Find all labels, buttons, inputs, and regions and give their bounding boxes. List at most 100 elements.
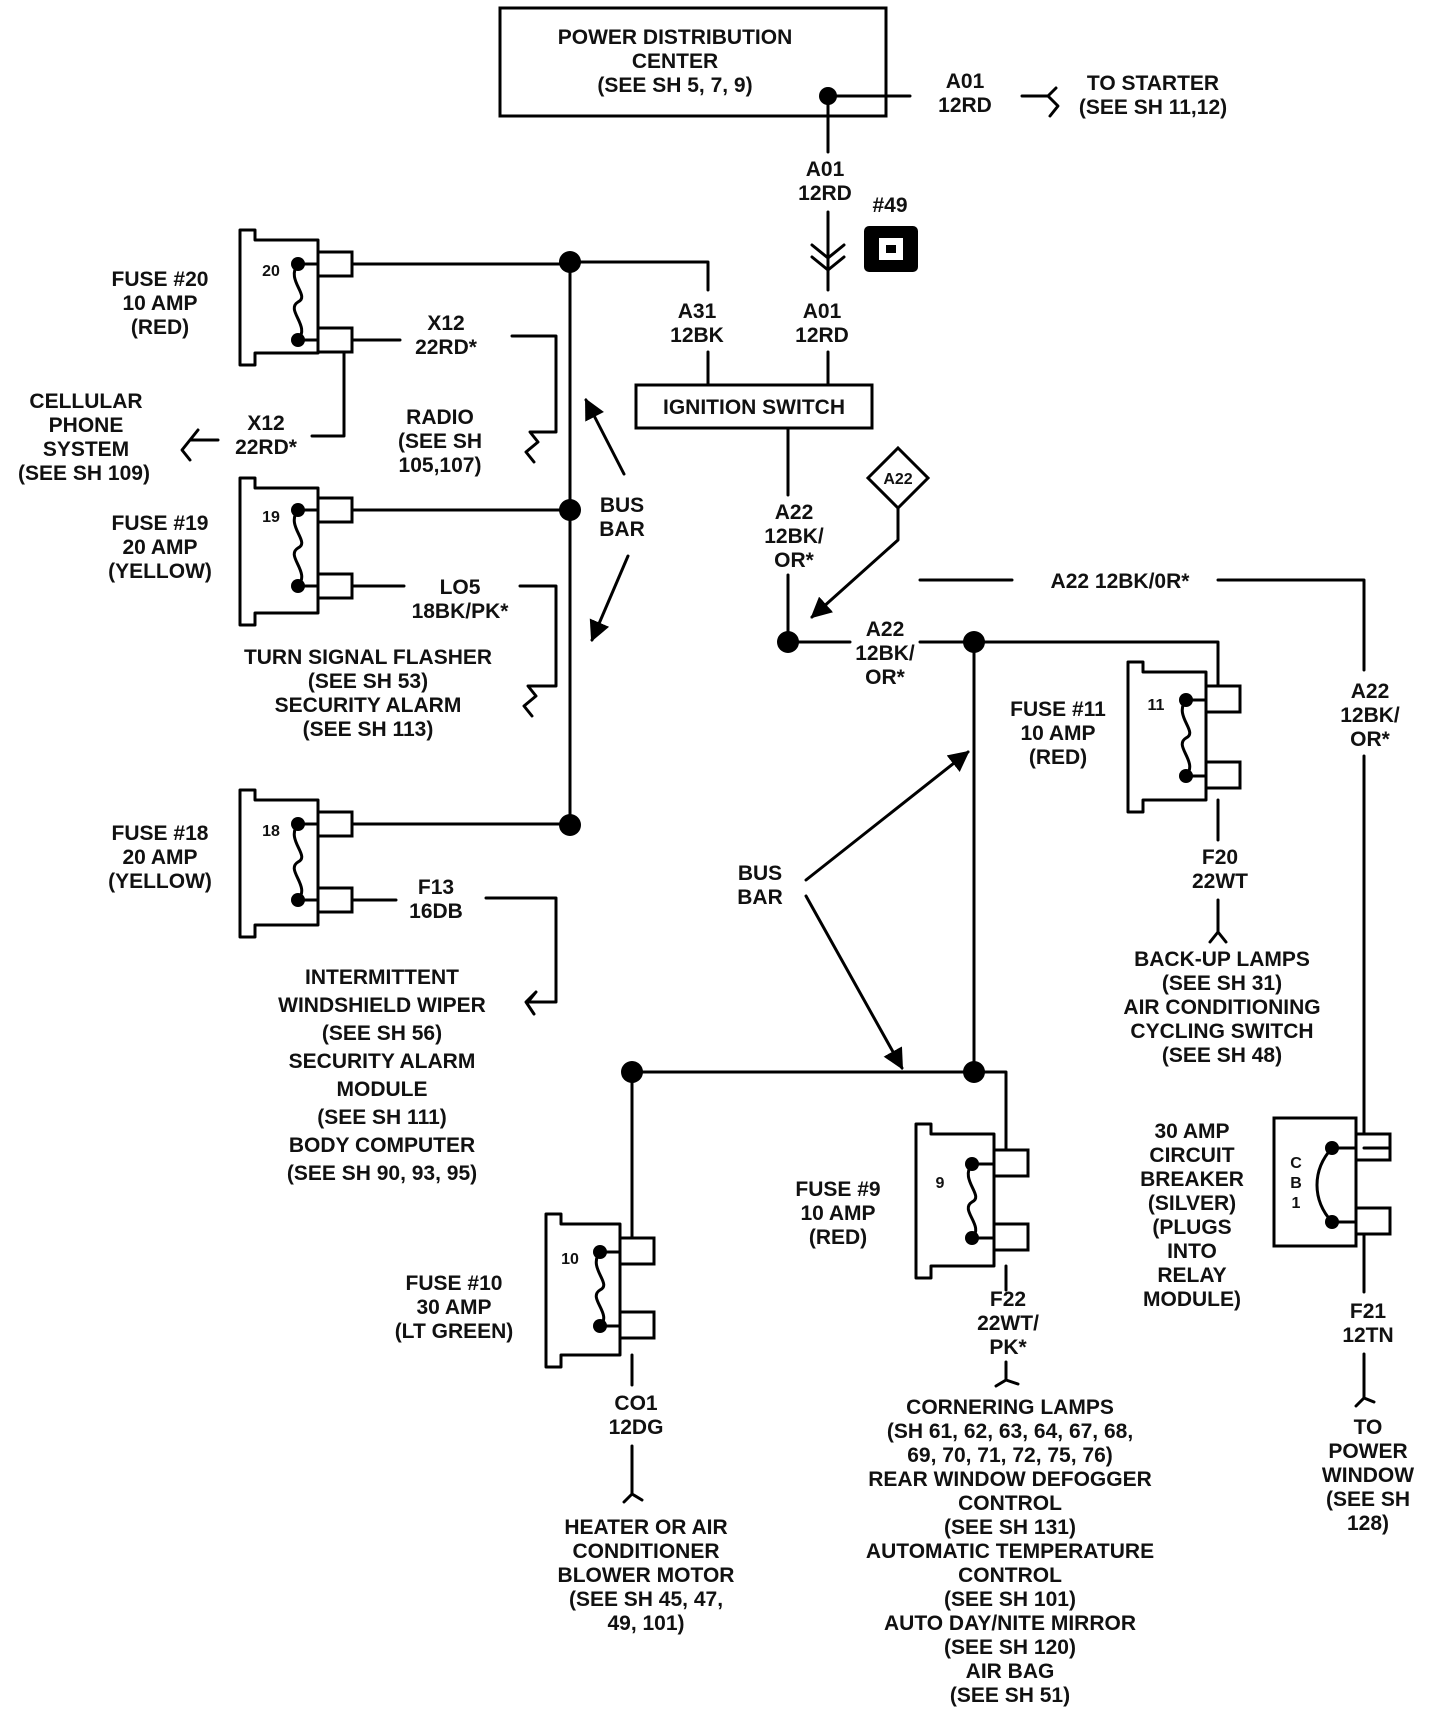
fuse-18-label: FUSE #18 20 AMP (YELLOW) bbox=[108, 822, 212, 893]
fuse-20[interactable]: 20 bbox=[238, 228, 354, 367]
ignition-switch-box[interactable] bbox=[634, 383, 874, 430]
fuse-9[interactable]: 9 bbox=[914, 1122, 1030, 1280]
heater-destination: HEATER OR AIR CONDITIONER BLOWER MOTOR (… bbox=[558, 1516, 735, 1635]
svg-text:BODY COMPUTER: BODY COMPUTER bbox=[289, 1134, 475, 1157]
wire-x12-lower bbox=[310, 350, 346, 438]
svg-text:(SEE SH 101): (SEE SH 101) bbox=[944, 1588, 1076, 1611]
wiper-break-icon bbox=[484, 896, 558, 1016]
svg-text:(SEE SH 5, 7, 9): (SEE SH 5, 7, 9) bbox=[597, 74, 752, 97]
fuse-10-label: FUSE #10 30 AMP (LT GREEN) bbox=[395, 1272, 514, 1343]
fuse-11[interactable]: 11 bbox=[1126, 660, 1242, 814]
svg-text:A22: A22 bbox=[866, 618, 905, 641]
wire-bus-to-fuse11 bbox=[972, 640, 1220, 702]
power-distribution-center-box bbox=[498, 6, 888, 118]
starter-destination: TO STARTER (SEE SH 11,12) bbox=[1079, 72, 1227, 119]
svg-text:10 AMP: 10 AMP bbox=[122, 292, 197, 315]
wire-label-a31: A31 12BK bbox=[670, 300, 724, 347]
svg-text:BAR: BAR bbox=[737, 886, 783, 909]
wire-label-lo5: LO5 18BK/PK* bbox=[412, 576, 510, 623]
svg-text:MODULE: MODULE bbox=[337, 1078, 428, 1101]
pdc-label: POWER DISTRIBUTION CENTER (SEE SH 5, 7, … bbox=[558, 26, 793, 97]
svg-text:CIRCUIT: CIRCUIT bbox=[1149, 1144, 1234, 1167]
cellular-destination: CELLULAR PHONE SYSTEM (SEE SH 109) bbox=[18, 390, 150, 485]
svg-text:(SEE SH 51): (SEE SH 51) bbox=[950, 1684, 1070, 1707]
svg-text:(SEE SH 111): (SEE SH 111) bbox=[317, 1106, 447, 1129]
wire-label-a01-mid: A01 12RD bbox=[798, 158, 852, 205]
svg-text:12RD: 12RD bbox=[795, 324, 849, 347]
svg-text:SECURITY ALARM: SECURITY ALARM bbox=[289, 1050, 476, 1073]
svg-text:INTERMITTENT: INTERMITTENT bbox=[305, 966, 459, 989]
power-window-break-icon bbox=[1354, 1352, 1376, 1408]
svg-text:69, 70, 71, 72, 75, 76): 69, 70, 71, 72, 75, 76) bbox=[907, 1444, 1113, 1467]
fuse-18-number: 18 bbox=[262, 823, 280, 840]
fuse-20-number: 20 bbox=[262, 263, 280, 280]
svg-text:POWER DISTRIBUTION: POWER DISTRIBUTION bbox=[558, 26, 793, 49]
wire-label-f20: F20 22WT bbox=[1192, 846, 1248, 893]
wire-label-f21: F21 12TN bbox=[1342, 1300, 1393, 1347]
svg-text:12BK/: 12BK/ bbox=[855, 642, 915, 665]
svg-text:(SEE SH 11,12): (SEE SH 11,12) bbox=[1079, 96, 1227, 119]
svg-text:LO5: LO5 bbox=[440, 576, 481, 599]
svg-text:128): 128) bbox=[1347, 1512, 1389, 1535]
fuse-18[interactable]: 18 bbox=[238, 788, 354, 939]
svg-text:12BK/: 12BK/ bbox=[1340, 704, 1400, 727]
wire-bus-to-fuse9 bbox=[972, 1070, 1008, 1154]
fuse-19[interactable]: 19 bbox=[238, 476, 354, 627]
svg-text:CONTROL: CONTROL bbox=[958, 1492, 1062, 1515]
svg-text:30 AMP: 30 AMP bbox=[416, 1296, 491, 1319]
svg-text:12TN: 12TN bbox=[1342, 1324, 1393, 1347]
fuse-9-label: FUSE #9 10 AMP (RED) bbox=[795, 1178, 880, 1249]
radio-break-icon bbox=[510, 334, 558, 464]
svg-text:WINDSHIELD WIPER: WINDSHIELD WIPER bbox=[278, 994, 486, 1017]
svg-text:(SEE SH: (SEE SH bbox=[398, 430, 482, 453]
svg-text:A22: A22 bbox=[1351, 680, 1390, 703]
wire-label-f22: F22 22WT/ PK* bbox=[977, 1288, 1039, 1359]
svg-text:22RD*: 22RD* bbox=[235, 436, 298, 459]
wire-label-c01: CO1 12DG bbox=[609, 1392, 664, 1439]
svg-text:INTO: INTO bbox=[1167, 1240, 1217, 1263]
svg-text:TO: TO bbox=[1354, 1416, 1383, 1439]
svg-text:SYSTEM: SYSTEM bbox=[43, 438, 129, 461]
svg-text:CYCLING SWITCH: CYCLING SWITCH bbox=[1130, 1020, 1313, 1043]
svg-text:(SEE SH 53): (SEE SH 53) bbox=[308, 670, 428, 693]
ignition-switch-label: IGNITION SWITCH bbox=[663, 396, 845, 419]
svg-text:105,107): 105,107) bbox=[399, 454, 482, 477]
svg-text:BUS: BUS bbox=[738, 862, 782, 885]
fuse-11-label: FUSE #11 10 AMP (RED) bbox=[1010, 698, 1106, 769]
wire-label-a22-top: A22 12BK/0R* bbox=[1051, 570, 1191, 593]
wire-label-f13: F13 16DB bbox=[409, 876, 463, 923]
svg-text:(SEE SH 56): (SEE SH 56) bbox=[322, 1022, 442, 1045]
wire-label-a22-ign: A22 12BK/ OR* bbox=[764, 501, 824, 572]
svg-text:(SEE SH 131): (SEE SH 131) bbox=[944, 1516, 1076, 1539]
svg-text:FUSE #18: FUSE #18 bbox=[112, 822, 209, 845]
svg-text:18BK/PK*: 18BK/PK* bbox=[412, 600, 510, 623]
wire-label-x12-lower: X12 22RD* bbox=[235, 412, 298, 459]
svg-text:A01: A01 bbox=[803, 300, 842, 323]
svg-text:(YELLOW): (YELLOW) bbox=[108, 870, 212, 893]
circuit-breaker-cb1[interactable]: C B 1 bbox=[1272, 1116, 1392, 1248]
svg-text:(RED): (RED) bbox=[809, 1226, 867, 1249]
svg-text:C: C bbox=[1290, 1155, 1302, 1172]
svg-text:PK*: PK* bbox=[989, 1336, 1027, 1359]
svg-text:FUSE #10: FUSE #10 bbox=[406, 1272, 503, 1295]
fuse-10[interactable]: 10 bbox=[544, 1212, 656, 1369]
wire-label-a01-starter: A01 12RD bbox=[938, 70, 992, 117]
svg-text:AIR CONDITIONING: AIR CONDITIONING bbox=[1123, 996, 1320, 1019]
bus-bar-left-label: BUS BAR bbox=[599, 494, 645, 541]
cb1-label: 30 AMP CIRCUIT BREAKER (SILVER) (PLUGS I… bbox=[1140, 1120, 1244, 1311]
svg-text:20 AMP: 20 AMP bbox=[122, 536, 197, 559]
fuse-20-label: FUSE #20 10 AMP (RED) bbox=[112, 268, 209, 339]
svg-text:OR*: OR* bbox=[865, 666, 906, 689]
svg-text:12DG: 12DG bbox=[609, 1416, 664, 1439]
turn-signal-destination: TURN SIGNAL FLASHER (SEE SH 53) SECURITY… bbox=[244, 646, 492, 741]
svg-text:WINDOW: WINDOW bbox=[1322, 1464, 1414, 1487]
svg-text:BACK-UP LAMPS: BACK-UP LAMPS bbox=[1134, 948, 1310, 971]
starter-break-icon bbox=[1020, 86, 1060, 118]
left-bus-node-20 bbox=[559, 251, 581, 273]
svg-text:(SEE SH 90, 93, 95): (SEE SH 90, 93, 95) bbox=[287, 1162, 477, 1185]
svg-text:12RD: 12RD bbox=[798, 182, 852, 205]
fuse-19-number: 19 bbox=[262, 509, 280, 526]
cornering-destination: CORNERING LAMPS (SH 61, 62, 63, 64, 67, … bbox=[866, 1396, 1154, 1707]
svg-text:CORNERING LAMPS: CORNERING LAMPS bbox=[906, 1396, 1114, 1419]
svg-text:A01: A01 bbox=[806, 158, 845, 181]
